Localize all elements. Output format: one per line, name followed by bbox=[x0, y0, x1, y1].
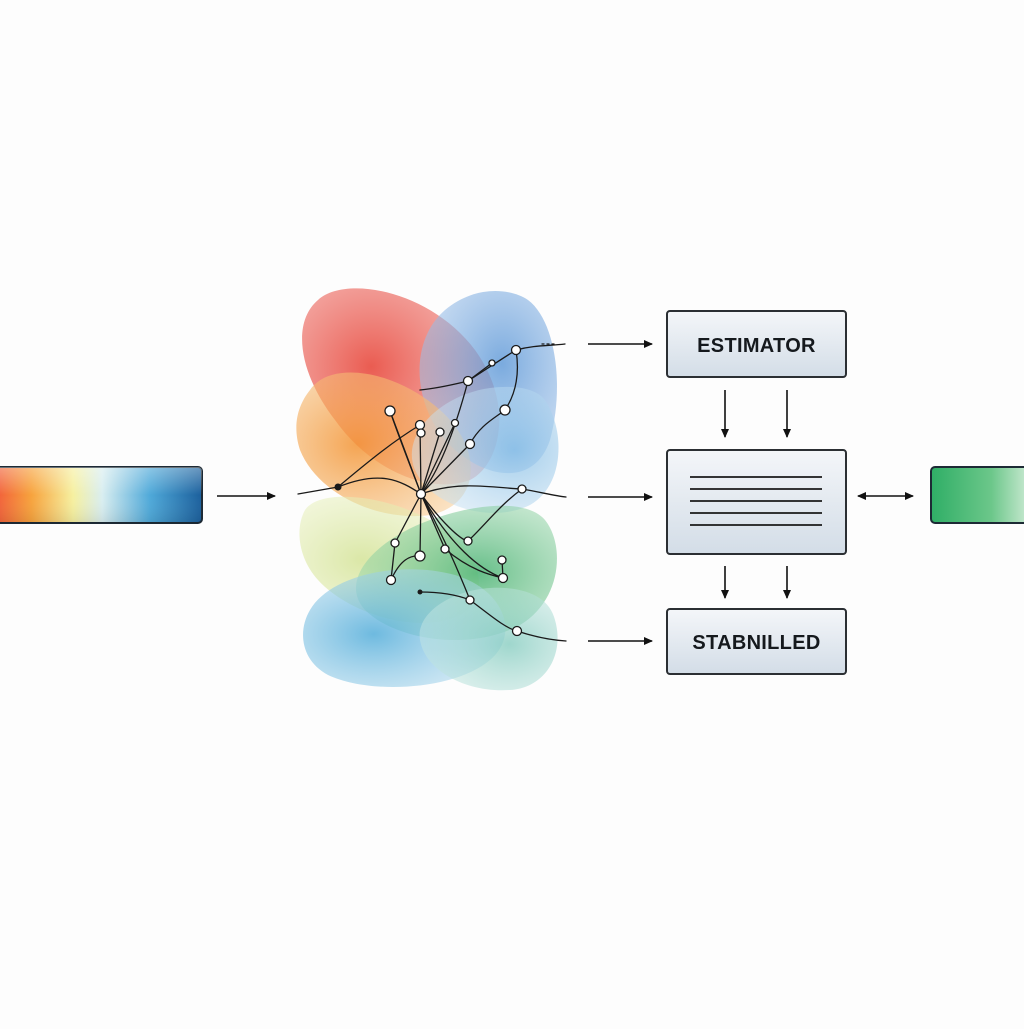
node bbox=[517, 484, 527, 494]
node bbox=[497, 572, 509, 584]
node bbox=[510, 344, 522, 356]
node bbox=[497, 555, 507, 565]
node bbox=[488, 359, 496, 367]
text-lines-icon bbox=[690, 476, 822, 526]
node bbox=[390, 538, 400, 548]
blob-teal bbox=[419, 587, 558, 691]
estimator-label: ESTIMATOR bbox=[697, 335, 816, 357]
node bbox=[462, 375, 474, 387]
output-green-bar bbox=[930, 466, 1024, 524]
node bbox=[414, 550, 426, 562]
node bbox=[417, 589, 423, 595]
node bbox=[414, 419, 426, 431]
node bbox=[435, 427, 445, 437]
node bbox=[415, 488, 427, 500]
blob-lightblue bbox=[411, 386, 559, 513]
input-spectrum-bar bbox=[0, 466, 203, 524]
node bbox=[463, 536, 473, 546]
middle-box bbox=[666, 449, 847, 555]
node bbox=[440, 544, 450, 554]
node bbox=[450, 418, 460, 428]
node bbox=[334, 483, 342, 491]
node bbox=[499, 404, 511, 416]
flow-arrows bbox=[217, 340, 914, 645]
node bbox=[464, 438, 476, 450]
network-nodes bbox=[334, 344, 527, 637]
stabilized-label: STABNILLED bbox=[692, 632, 820, 654]
node bbox=[511, 625, 523, 637]
node bbox=[384, 405, 396, 417]
estimator-box: ESTIMATOR bbox=[666, 310, 847, 378]
node bbox=[465, 595, 475, 605]
node bbox=[416, 428, 426, 438]
stabilized-box: STABNILLED bbox=[666, 608, 847, 675]
node bbox=[385, 574, 397, 586]
